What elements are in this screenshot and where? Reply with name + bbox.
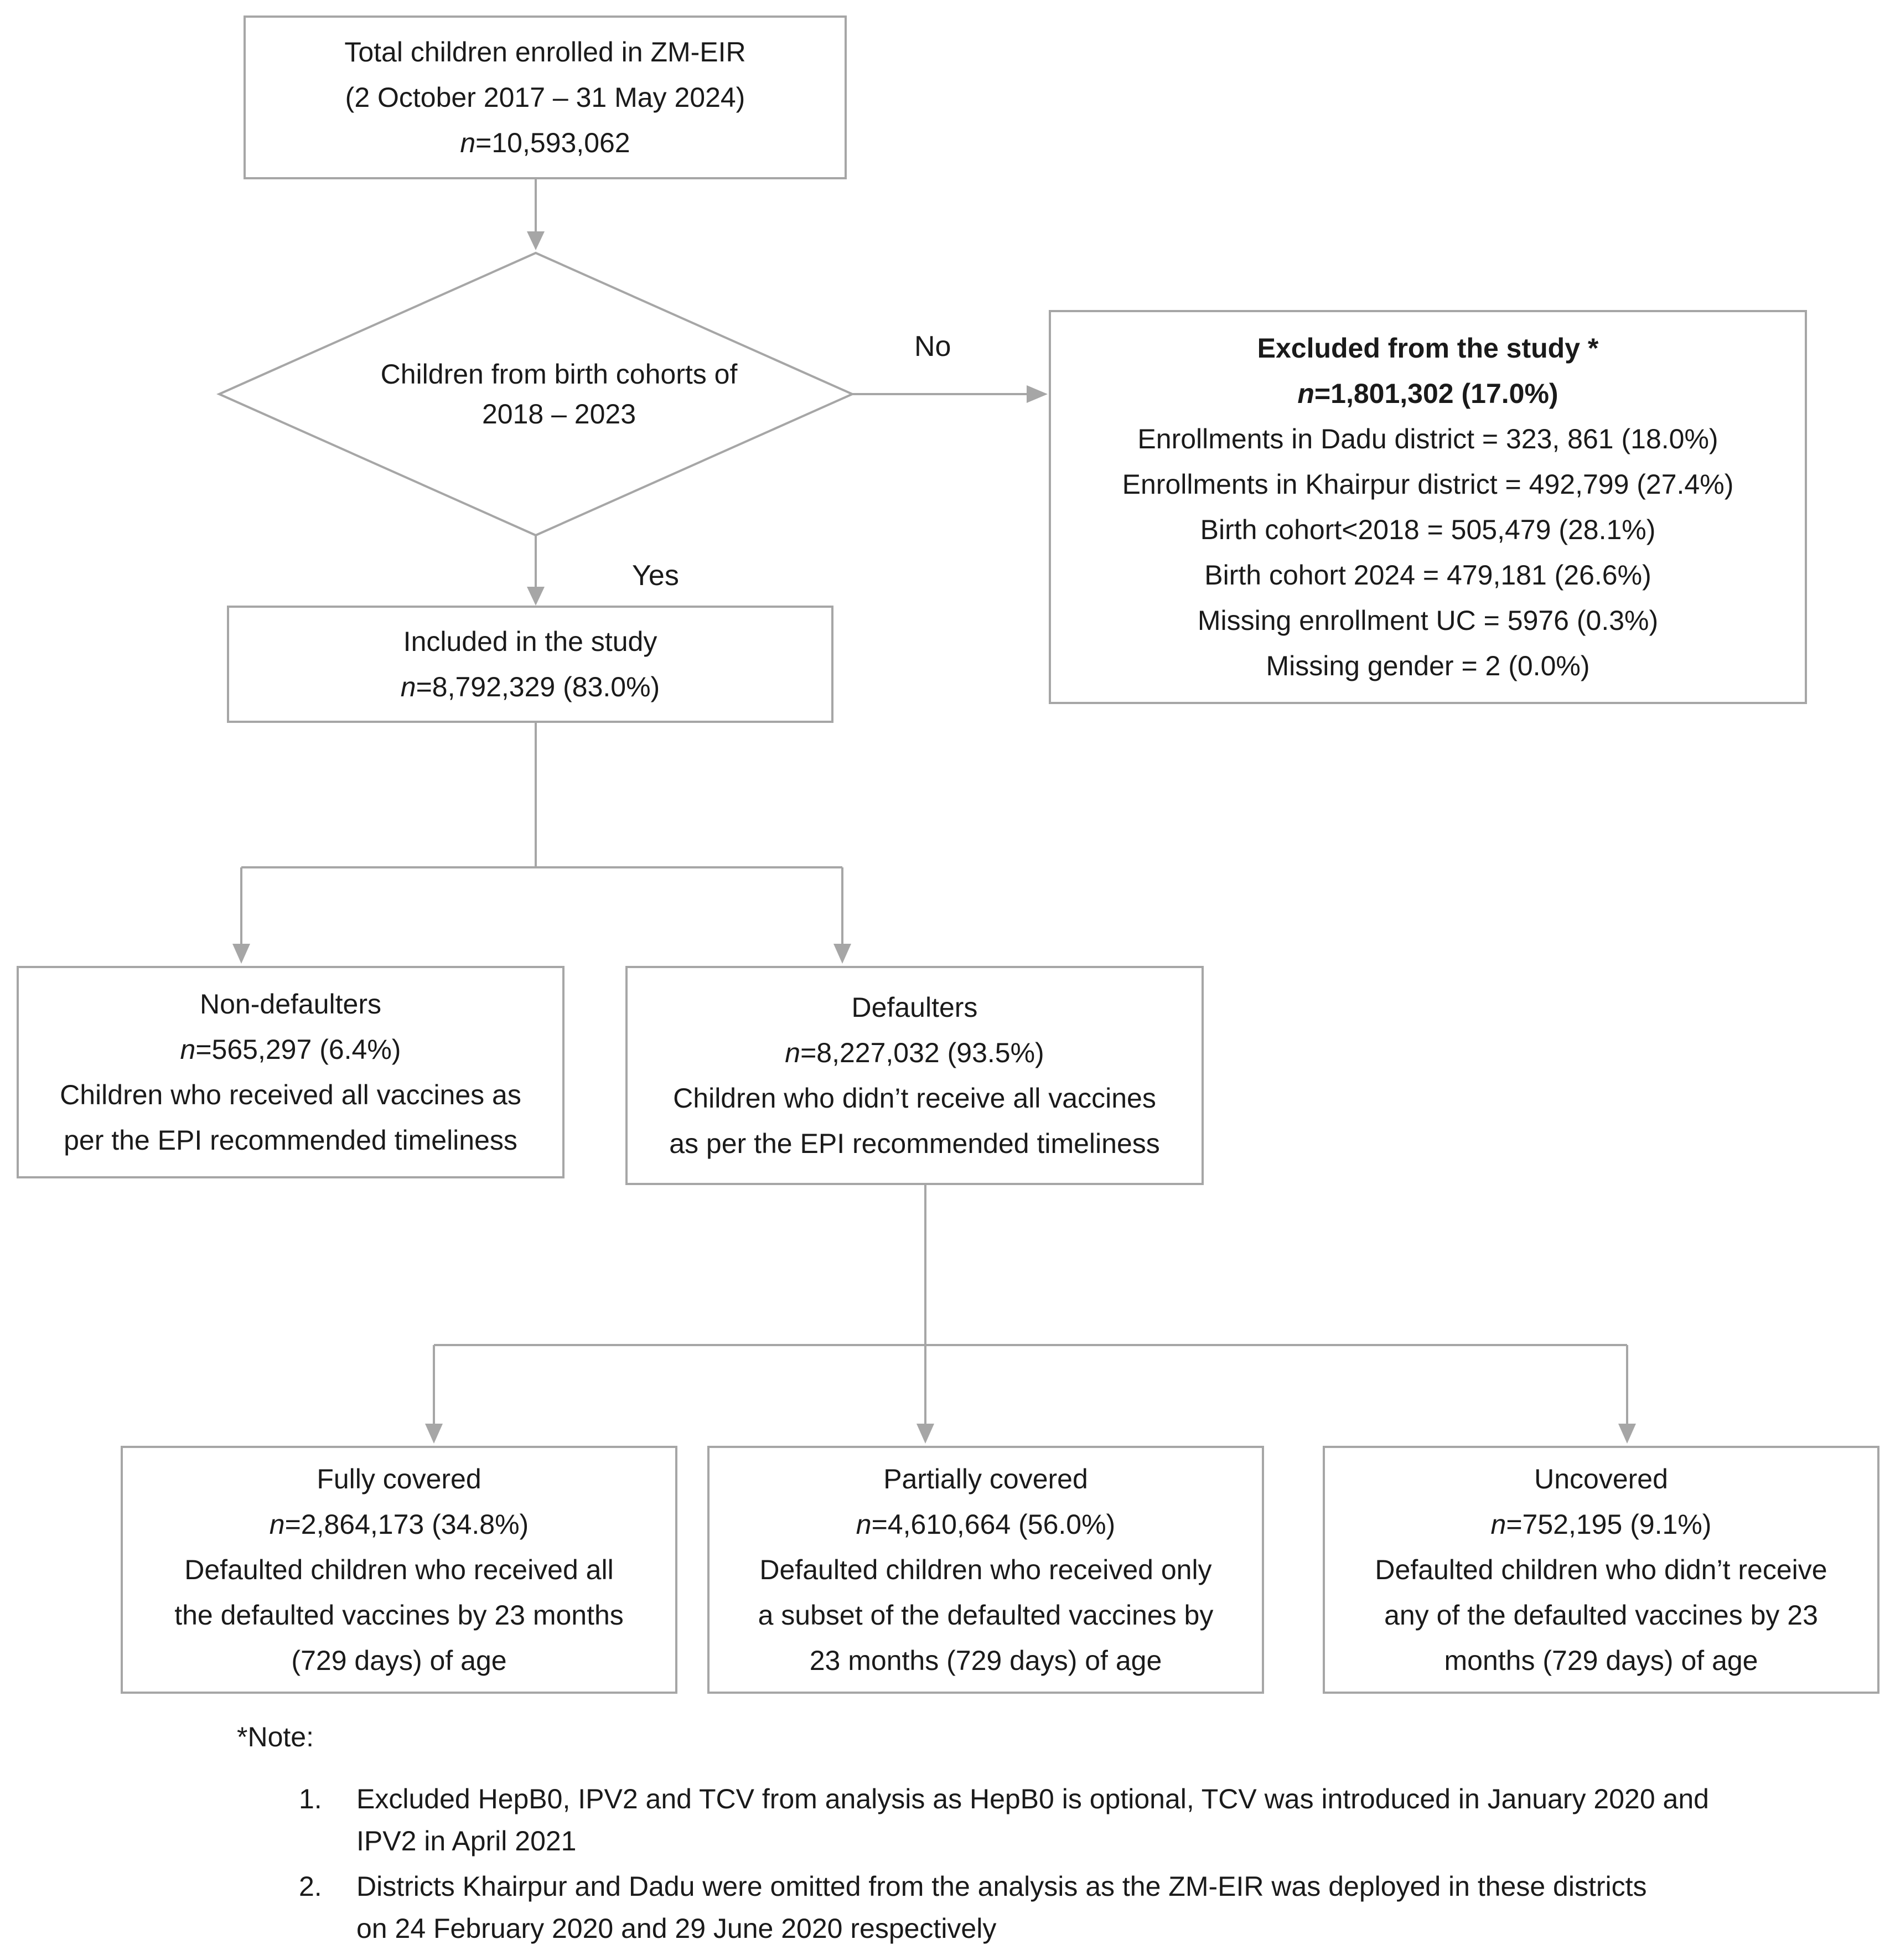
node-excluded-item: Birth cohort<2018 = 505,479 (28.1%) [1200, 514, 1656, 545]
node-excluded-item: Birth cohort 2024 = 479,181 (26.6%) [1204, 560, 1651, 591]
node-uncovered-desc: months (729 days) of age [1444, 1645, 1758, 1676]
node-partially-desc: a subset of the defaulted vaccines by [758, 1600, 1214, 1631]
node-uncovered: Uncovered n=752,195 (9.1%) Defaulted chi… [1323, 1446, 1879, 1694]
node-enrolled-line-1: Total children enrolled in ZM-EIR [344, 37, 746, 68]
node-uncovered-n: n=752,195 (9.1%) [1490, 1509, 1712, 1540]
arrowhead-decision [527, 231, 545, 250]
node-decision-line-2: 2018 – 2023 [481, 399, 636, 430]
node-excluded-item: Missing enrollment UC = 5976 (0.3%) [1197, 605, 1659, 636]
node-excluded: Excluded from the study * n=1,801,302 (1… [1049, 310, 1807, 704]
node-decision-line-1: Children from birth cohorts of [380, 359, 738, 390]
node-uncovered-title: Uncovered [1534, 1463, 1668, 1494]
node-non-defaulters-desc: per the EPI recommended timeliness [64, 1125, 517, 1156]
arrowhead-partially [916, 1424, 934, 1444]
note-item-2-line-2: on 24 February 2020 and 29 June 2020 res… [356, 1913, 997, 1944]
node-excluded-item: Enrollments in Khairpur district = 492,7… [1122, 469, 1734, 500]
arrowhead-included [527, 587, 545, 606]
arrowhead-excluded [1027, 385, 1048, 403]
arrowhead-non-defaulters [232, 944, 250, 964]
node-uncovered-desc: Defaulted children who didn’t receive [1375, 1554, 1827, 1585]
node-partially-covered: Partially covered n=4,610,664 (56.0%) De… [707, 1446, 1264, 1694]
edge-label-yes: Yes [632, 560, 679, 592]
arrowhead-fully [425, 1424, 443, 1444]
node-enrolled-n: n=10,593,062 [460, 127, 630, 158]
node-fully-n: n=2,864,173 (34.8%) [269, 1509, 529, 1540]
node-included-line-1: Included in the study [403, 626, 657, 657]
node-fully-desc: (729 days) of age [291, 1645, 507, 1676]
node-defaulters-desc: as per the EPI recommended timeliness [669, 1128, 1160, 1159]
arrowhead-defaulters [833, 944, 851, 964]
node-partially-desc: 23 months (729 days) of age [809, 1645, 1162, 1676]
node-enrolled: Total children enrolled in ZM-EIR (2 Oct… [244, 15, 847, 179]
node-excluded-item: Enrollments in Dadu district = 323, 861 … [1137, 423, 1718, 454]
note-item-1-line-2: IPV2 in April 2021 [356, 1825, 577, 1856]
node-fully-covered: Fully covered n=2,864,173 (34.8%) Defaul… [121, 1446, 677, 1694]
node-fully-desc: the defaulted vaccines by 23 months [174, 1600, 624, 1631]
note-item-2-number: 2. [299, 1871, 322, 1902]
node-excluded-n: n=1,801,302 (17.0%) [1297, 378, 1558, 409]
node-fully-desc: Defaulted children who received all [184, 1554, 614, 1585]
edge-label-no: No [914, 330, 951, 363]
arrowhead-uncovered [1618, 1424, 1636, 1444]
node-non-defaulters-title: Non-defaulters [200, 989, 381, 1020]
node-defaulters-desc: Children who didn’t receive all vaccines [673, 1083, 1156, 1114]
node-defaulters-title: Defaulters [851, 992, 978, 1023]
node-partially-n: n=4,610,664 (56.0%) [856, 1509, 1116, 1540]
node-partially-title: Partially covered [883, 1463, 1088, 1494]
note-heading: *Note: [237, 1721, 314, 1752]
node-defaulters: Defaulters n=8,227,032 (93.5%) Children … [625, 966, 1204, 1185]
node-excluded-title: Excluded from the study * [1257, 333, 1599, 364]
node-non-defaulters-n: n=565,297 (6.4%) [180, 1034, 401, 1065]
node-decision: Children from birth cohorts of 2018 – 20… [310, 354, 808, 434]
node-non-defaulters: Non-defaulters n=565,297 (6.4%) Children… [17, 966, 565, 1178]
node-non-defaulters-desc: Children who received all vaccines as [60, 1079, 521, 1110]
node-enrolled-line-2: (2 October 2017 – 31 May 2024) [345, 82, 745, 113]
note-item-1-line-1: Excluded HepB0, IPV2 and TCV from analys… [356, 1783, 1709, 1814]
node-partially-desc: Defaulted children who received only [759, 1554, 1212, 1585]
node-uncovered-desc: any of the defaulted vaccines by 23 [1384, 1600, 1818, 1631]
node-included: Included in the study n=8,792,329 (83.0%… [227, 606, 833, 723]
node-excluded-item: Missing gender = 2 (0.0%) [1266, 650, 1590, 681]
node-defaulters-n: n=8,227,032 (93.5%) [785, 1037, 1044, 1068]
note-item-2-line-1: Districts Khairpur and Dadu were omitted… [356, 1871, 1647, 1902]
node-included-n: n=8,792,329 (83.0%) [400, 671, 660, 702]
note-item-1-number: 1. [299, 1783, 322, 1814]
node-fully-title: Fully covered [317, 1463, 481, 1494]
